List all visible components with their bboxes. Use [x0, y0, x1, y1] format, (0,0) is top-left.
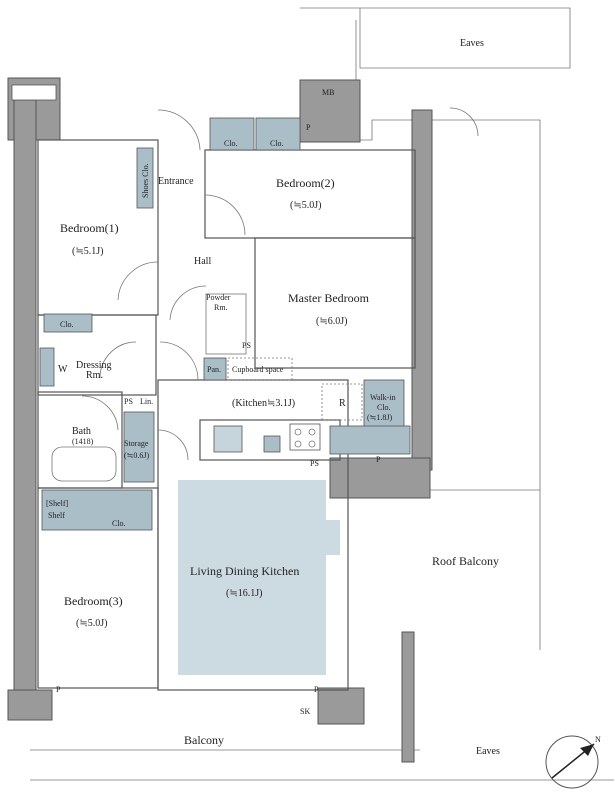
walkin-clo-label: Clo.	[377, 403, 391, 412]
eaves-bottom-label: Eaves	[476, 746, 500, 757]
ldk-label: Living Dining Kitchen	[190, 564, 299, 578]
entrance-label: Entrance	[158, 176, 194, 187]
bath-label: Bath	[72, 426, 91, 437]
bedroom2-label: Bedroom(2)	[276, 176, 335, 190]
storage-areas	[39, 117, 411, 531]
master-bedroom-label: Master Bedroom	[288, 291, 370, 305]
closet-label-a: Clo.	[224, 139, 238, 148]
bedroom1-label: Bedroom(1)	[60, 221, 119, 235]
kitchen-label: (Kitchen≒3.1J)	[232, 398, 295, 409]
cupboard-label: Cupboard space	[232, 365, 284, 374]
ldk-area: (≒16.1J)	[226, 588, 262, 599]
outer-walls	[7, 77, 433, 763]
bedroom3-area: (≒5.0J)	[76, 618, 107, 629]
linen-label: Lin.	[140, 397, 153, 406]
sink-label: SK	[300, 707, 310, 716]
p-label-top: P	[306, 123, 311, 132]
dressing-label: Dressing	[76, 360, 112, 371]
shelf-top-label: [Shelf]	[46, 499, 69, 508]
closet-label-bedroom3: Clo.	[112, 519, 126, 528]
pantry-label: Pan.	[207, 365, 221, 374]
p-label-ldk: P	[314, 685, 319, 694]
balcony-label: Balcony	[184, 733, 224, 747]
roof-balcony-label: Roof Balcony	[432, 554, 499, 568]
walkin-area: (≒1.8J)	[367, 413, 392, 422]
hall-label: Hall	[194, 256, 211, 267]
powder-rm-label: Rm.	[214, 303, 228, 312]
stove-burners	[294, 428, 316, 448]
closet-label-bedroom1: Clo.	[60, 320, 74, 329]
p-label-kitchen: P	[376, 455, 381, 464]
shelf-label: Shelf	[48, 511, 65, 520]
dressing-rm-label: Rm.	[86, 370, 103, 381]
shoes-closet-label: Shoes Clo.	[141, 163, 150, 198]
bedroom2-area: (≒5.0J)	[290, 200, 321, 211]
refrigerator-label: R	[339, 398, 346, 409]
master-bedroom-area: (≒6.0J)	[316, 316, 347, 327]
ps-label-kitchen: PS	[310, 459, 319, 468]
ldk-floor	[178, 480, 340, 675]
bedroom3-label: Bedroom(3)	[64, 594, 123, 608]
north-label: N	[595, 735, 601, 744]
washer-label: W	[58, 364, 68, 375]
north-arrow	[545, 735, 599, 789]
storage-area: (≒0.6J)	[124, 451, 149, 460]
eaves-top-label: Eaves	[460, 38, 484, 49]
bath-size: (1418)	[72, 437, 94, 446]
ps-label-bath: PS	[124, 397, 133, 406]
closet-label-b: Clo.	[270, 139, 284, 148]
mb-label: MB	[322, 88, 334, 97]
door-swings	[81, 107, 479, 461]
room-outlines	[37, 139, 416, 691]
walkin-label: Walk-in	[370, 393, 396, 402]
storage-label: Storage	[124, 439, 149, 448]
ps-label-powder: PS	[242, 341, 251, 350]
p-label-bedroom3: P	[56, 685, 61, 694]
powder-label: Powder	[206, 293, 231, 302]
bedroom1-area: (≒5.1J)	[72, 246, 103, 257]
